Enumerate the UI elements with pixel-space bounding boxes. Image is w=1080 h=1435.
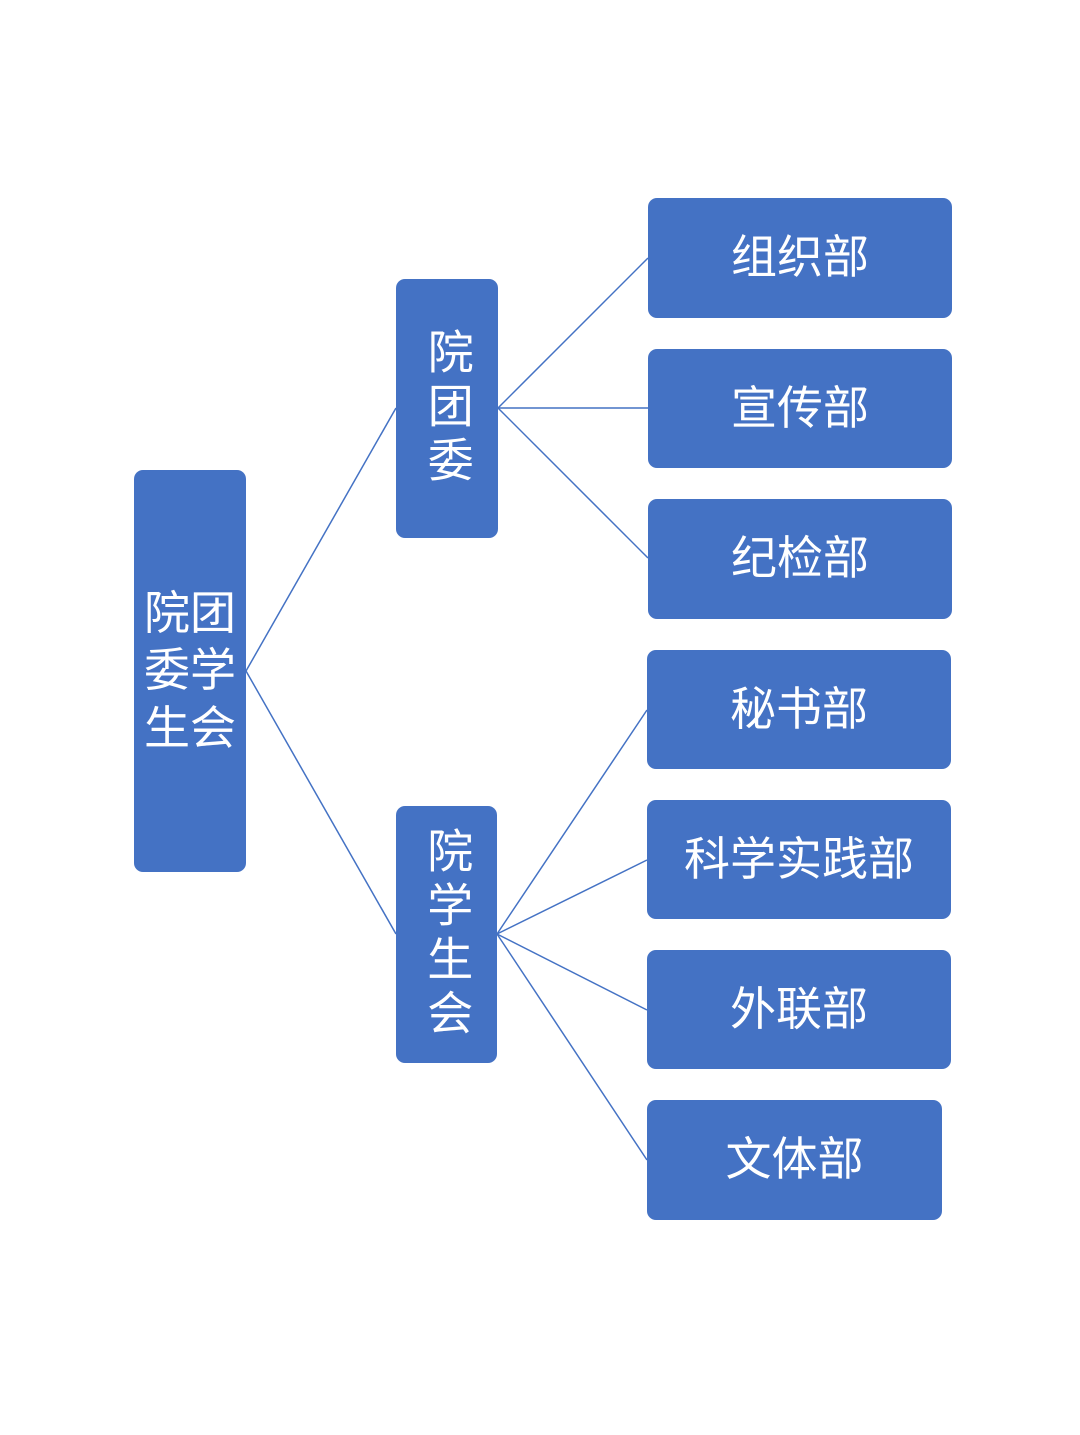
connector-branch-0-child-0 bbox=[497, 257, 649, 409]
connector-branch-1-child-0 bbox=[496, 709, 648, 935]
leaf-node: 秘书部 bbox=[647, 650, 951, 769]
branch-node-youth-league: 院团委 bbox=[396, 279, 498, 538]
leaf-node: 组织部 bbox=[648, 198, 952, 318]
root-node-line: 委学 bbox=[144, 643, 236, 698]
connector-root-to-branch-0 bbox=[245, 407, 397, 672]
leaf-node: 纪检部 bbox=[648, 499, 952, 619]
branch-node-student-union: 院学生会 bbox=[396, 806, 497, 1063]
connector-branch-1-child-2 bbox=[496, 933, 648, 1011]
leaf-node: 文体部 bbox=[647, 1100, 942, 1220]
leaf-node: 外联部 bbox=[647, 950, 951, 1069]
connector-root-to-branch-1 bbox=[245, 670, 397, 935]
root-node-line: 院团 bbox=[144, 585, 236, 640]
connector-branch-0-child-2 bbox=[497, 407, 649, 559]
leaf-node: 宣传部 bbox=[648, 349, 952, 468]
connector-branch-1-child-3 bbox=[496, 933, 648, 1161]
connector-branch-1-child-1 bbox=[496, 859, 648, 935]
root-node: 院团 委学 生会 bbox=[134, 470, 246, 872]
root-node-line: 生会 bbox=[144, 700, 236, 755]
leaf-node: 科学实践部 bbox=[647, 800, 951, 919]
